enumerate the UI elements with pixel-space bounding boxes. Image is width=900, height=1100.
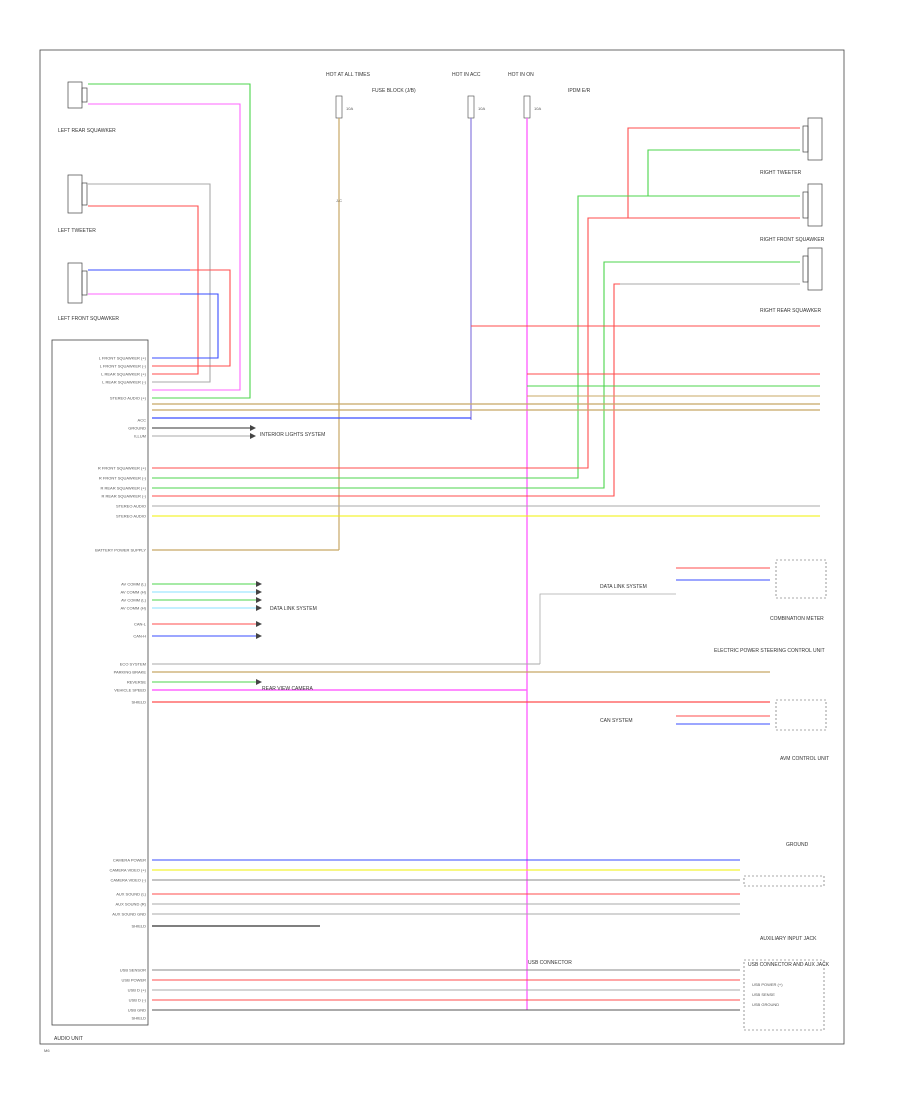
pin-label: VEHICLE SPEED xyxy=(114,688,146,693)
pin-label: SHIELD xyxy=(132,1016,147,1021)
pin-label: AUX SOUND (R) xyxy=(116,902,147,907)
fuse2-label: HOT IN ACC xyxy=(452,72,481,78)
pin-label: USB D (-) xyxy=(129,998,147,1003)
footer-audio-unit: AUDIO UNIT xyxy=(54,1036,83,1042)
label-left-tweeter: LEFT TWEETER xyxy=(58,228,96,234)
pin-label: REVERSE xyxy=(127,680,146,685)
audio-unit-pin-labels: L FRONT SQUAWKER (+) L FRONT SQUAWKER (-)… xyxy=(95,356,147,1021)
pin-label: L FRONT SQUAWKER (+) xyxy=(99,356,147,361)
right-rear-squawker: RIGHT REAR SQUAWKER xyxy=(760,247,823,314)
label-left-rear-squawker: LEFT REAR SQUAWKER xyxy=(58,128,116,134)
arrow-tips xyxy=(250,425,262,685)
right-speaker-wiring xyxy=(152,127,800,497)
fuse1-rating: 10A xyxy=(346,106,353,111)
label-avm: AVM CONTROL UNIT xyxy=(780,756,829,762)
left-rear-squawker: LEFT REAR SQUAWKER xyxy=(58,81,116,134)
label-ground: GROUND xyxy=(786,842,809,848)
left-speaker-wiring xyxy=(88,83,251,399)
label-data-link: DATA LINK SYSTEM xyxy=(270,606,317,612)
pin-label: ECO SYSTEM xyxy=(120,662,146,667)
pin-label: L REAR SQUAWKER (+) xyxy=(101,372,146,377)
pin-label: AUX SOUND (L) xyxy=(116,892,146,897)
usb-label-power: USB POWER (+) xyxy=(752,982,783,987)
pin-label: AUX SOUND GND xyxy=(112,912,146,917)
left-front-squawker: LEFT FRONT SQUAWKER xyxy=(58,262,119,322)
pin-label: SHIELD xyxy=(132,700,147,705)
pin-label: R REAR SQUAWKER (-) xyxy=(101,494,146,499)
pin-label: AV COMM (H) xyxy=(121,590,147,595)
pin-label: STEREO AUDIO xyxy=(116,504,146,509)
label-combination-meter: COMBINATION METER xyxy=(770,616,824,622)
left-tweeter: LEFT TWEETER xyxy=(58,174,96,234)
pin-label: L FRONT SQUAWKER (-) xyxy=(100,364,147,369)
pin-label: L REAR SQUAWKER (-) xyxy=(102,380,146,385)
pin-label: STEREO AUDIO xyxy=(116,514,146,519)
pin-label: CAMERA POWER xyxy=(113,858,146,863)
aux-jack-frame xyxy=(743,875,825,887)
pin-label: AV COMM (L) xyxy=(121,598,146,603)
pin-label: PARKING BRAKE xyxy=(114,670,147,675)
pin-label: R FRONT SQUAWKER (-) xyxy=(99,476,147,481)
label-aux-jack: AUXILIARY INPUT JACK xyxy=(760,936,817,942)
label-data-link-2: DATA LINK SYSTEM xyxy=(600,584,647,590)
pin-label: BATTERY POWER SUPPLY xyxy=(95,548,146,553)
pin-label: R FRONT SQUAWKER (+) xyxy=(98,466,147,471)
pin-label: USB SENSOR xyxy=(120,968,146,973)
ipdm-label: IPDM E/R xyxy=(568,88,591,94)
pin-label: ACC xyxy=(138,418,147,423)
pin-label: USB GND xyxy=(128,1008,146,1013)
pin-label: USB D (+) xyxy=(128,988,147,993)
label-power-steering: ELECTRIC POWER STEERING CONTROL UNIT xyxy=(714,648,825,654)
audio-buses xyxy=(152,325,820,1011)
usb-label-sense: USB SENSE xyxy=(752,992,775,997)
right-front-squawker: RIGHT FRONT SQUAWKER xyxy=(760,183,825,243)
usb-label-ground: USB GROUND xyxy=(752,1002,779,1007)
pin-label: CAN-L xyxy=(134,622,147,627)
label-right-front-squawker: RIGHT FRONT SQUAWKER xyxy=(760,237,825,243)
label-usb-aux: USB CONNECTOR AND AUX JACK xyxy=(748,962,830,968)
pin-label: AV COMM (H) xyxy=(121,606,147,611)
label-rear-view-camera: REAR VIEW CAMERA xyxy=(262,686,314,692)
diagram-frame xyxy=(39,49,845,1045)
combination-meter-frame xyxy=(775,559,827,599)
pin-label: STEREO AUDIO (+) xyxy=(110,396,147,401)
right-tweeter: RIGHT TWEETER xyxy=(760,117,823,176)
corner-code: M6 xyxy=(44,1048,50,1053)
label-can-system: CAN SYSTEM xyxy=(600,718,633,724)
label-right-tweeter: RIGHT TWEETER xyxy=(760,170,802,176)
fuse-box-label: FUSE BLOCK (J/B) xyxy=(372,88,416,94)
fuse3-rating: 10A xyxy=(534,106,541,111)
pin-label: CAMERA VIDEO (+) xyxy=(109,868,146,873)
pin-label: USB POWER xyxy=(122,978,147,983)
avm-frame xyxy=(775,699,827,731)
label-left-front-squawker: LEFT FRONT SQUAWKER xyxy=(58,316,119,322)
fuse2-rating: 10A xyxy=(478,106,485,111)
audio-unit-frame xyxy=(51,339,149,1026)
usb-aux-frame xyxy=(743,959,825,1031)
label-usb: USB CONNECTOR xyxy=(528,960,572,966)
pin-label: CAN-H xyxy=(133,634,146,639)
label-interior-lights: INTERIOR LIGHTS SYSTEM xyxy=(260,432,325,438)
pin-label: ILLUM xyxy=(134,434,146,439)
pin-label: R REAR SQUAWKER (+) xyxy=(100,486,146,491)
fuse3-label: HOT IN ON xyxy=(508,72,534,78)
fuse1-label: HOT AT ALL TIMES xyxy=(326,72,371,78)
label-right-rear-squawker: RIGHT REAR SQUAWKER xyxy=(760,308,822,314)
right-blocks: INTERIOR LIGHTS SYSTEM DATA LINK SYSTEM … xyxy=(260,432,830,1031)
pin-label: AV COMM (L) xyxy=(121,582,146,587)
pin-label: SHIELD xyxy=(132,924,147,929)
pin-label: CAMERA VIDEO (-) xyxy=(110,878,146,883)
pin-label: GROUND xyxy=(128,426,146,431)
